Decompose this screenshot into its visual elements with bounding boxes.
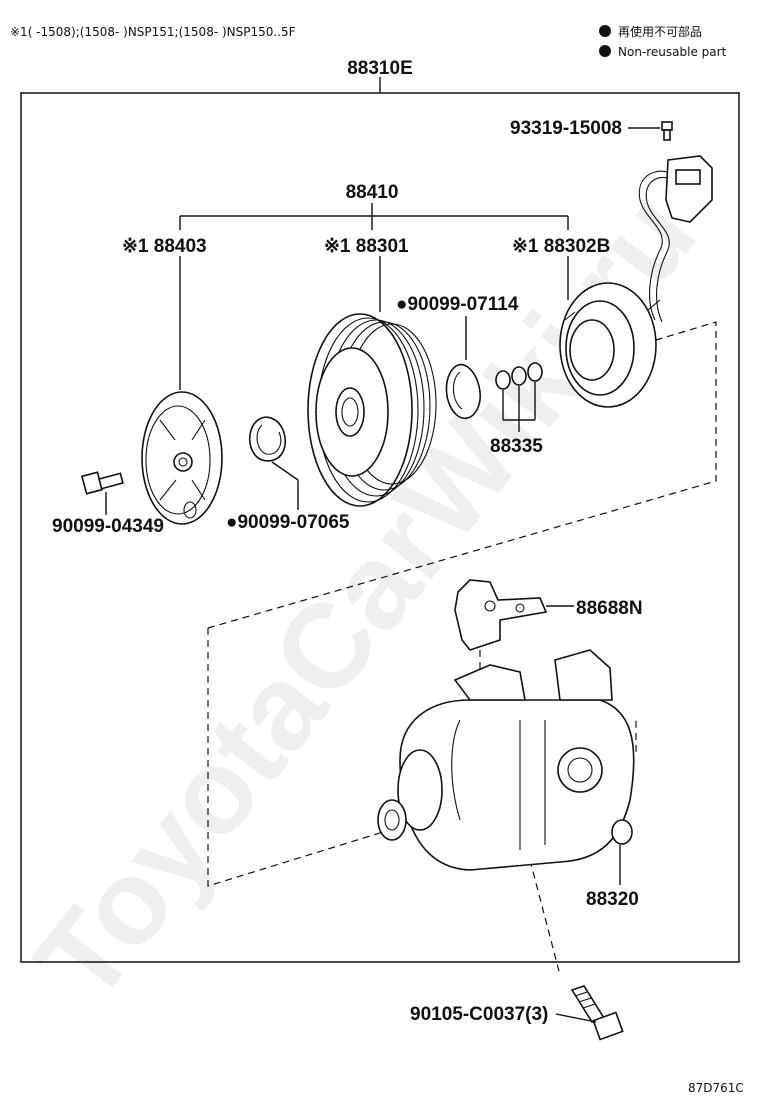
label-93319-15008: 93319-15008 bbox=[510, 118, 622, 139]
legend-bullet-icon bbox=[599, 45, 611, 57]
label-90099-07114: ●90099-07114 bbox=[396, 294, 519, 315]
figure-code: 87D761C bbox=[688, 1081, 744, 1095]
label-90099-07065: ●90099-07065 bbox=[226, 512, 350, 533]
label-88320: 88320 bbox=[586, 889, 639, 910]
shim-washers bbox=[495, 362, 543, 390]
label-88301: ※1 88301 bbox=[324, 236, 409, 257]
applicability-note: ※1( -1508);(1508- )NSP151;(1508- )NSP150… bbox=[10, 25, 296, 39]
legend-bullet-icon bbox=[599, 25, 611, 37]
bracket-part bbox=[454, 579, 548, 651]
snap-ring-small bbox=[249, 416, 287, 462]
label-88403: ※1 88403 bbox=[122, 236, 207, 257]
legend-en: Non-reusable part bbox=[618, 45, 727, 59]
screw-icon bbox=[661, 121, 673, 141]
label-88688N: 88688N bbox=[576, 598, 643, 619]
compressor-body bbox=[377, 649, 635, 871]
sensor-harness bbox=[638, 155, 713, 323]
field-coil-stator bbox=[559, 282, 657, 408]
label-88310E: 88310E bbox=[347, 58, 413, 79]
snap-ring-large bbox=[445, 363, 481, 419]
legend-jp: 再使用不可部品 bbox=[618, 24, 702, 39]
armature-hub bbox=[141, 391, 223, 525]
hub-bolt-icon bbox=[80, 471, 124, 495]
mounting-bolt-icon bbox=[570, 985, 624, 1041]
label-88335: 88335 bbox=[490, 436, 543, 457]
label-88302B: ※1 88302B bbox=[512, 236, 610, 257]
label-88410: 88410 bbox=[346, 182, 399, 203]
label-90099-04349: 90099-04349 bbox=[52, 516, 164, 537]
pulley bbox=[307, 313, 437, 507]
label-90105-C0037: 90105-C0037(3) bbox=[410, 1004, 548, 1025]
